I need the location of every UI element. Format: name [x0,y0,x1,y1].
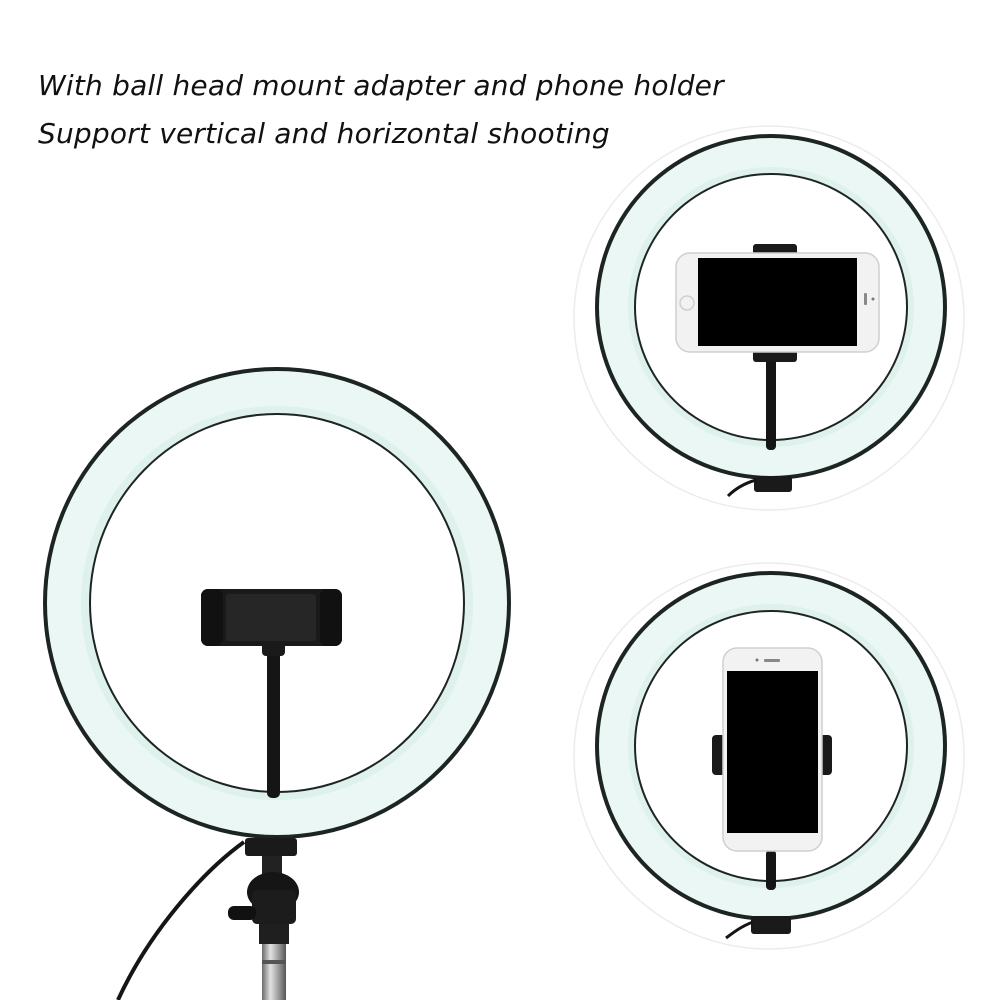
vertical-phone [712,647,832,852]
caption-line-shooting: Support vertical and horizontal shooting [38,117,610,150]
main-ball-head-mount [228,838,299,1000]
main-phone-clamp [201,589,342,646]
main-power-cable [116,840,246,1000]
vertical-view-stand [725,850,791,940]
horizontal-view-stand [726,355,792,498]
caption-line-ball-head: With ball head mount adapter and phone h… [38,69,724,102]
feature-caption: With ball head mount adapter and phone h… [38,62,724,158]
horizontal-phone [675,244,880,362]
